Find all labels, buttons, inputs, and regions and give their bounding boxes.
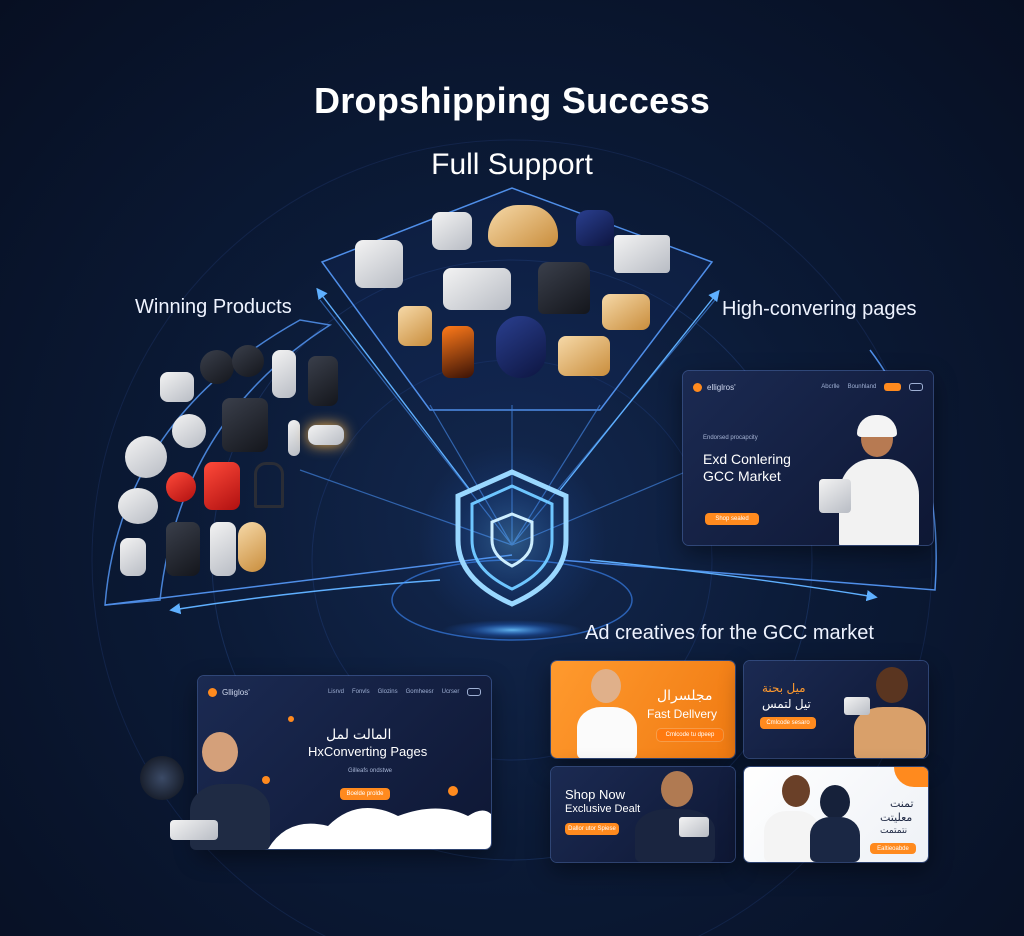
ad-arabic-text: مجلسرال — [657, 687, 713, 703]
product-hook — [254, 462, 284, 508]
label-high-converting-pages: High-convering pages — [722, 298, 917, 320]
device-in-hand — [170, 820, 218, 840]
nav-link[interactable]: Ucrser — [441, 689, 460, 695]
product-speaker-tall — [308, 356, 338, 406]
ad-arabic-text-2: معليتت — [880, 812, 913, 824]
person-image — [571, 667, 641, 758]
ad-arabic-text: ميل بحنة — [762, 681, 806, 695]
product-phone-case — [272, 350, 296, 398]
product-lamp — [398, 306, 432, 346]
product-headphones — [232, 345, 264, 377]
ad-creative-arabic[interactable]: ميل بحنة تيل لتمس Cmlcode sesaro — [744, 661, 928, 758]
person-image — [840, 665, 926, 758]
product-red-case — [204, 462, 240, 510]
nav-link[interactable]: Fonvls — [351, 689, 370, 695]
hero-headline: Exd Conlering — [703, 451, 791, 467]
logo-icon — [208, 687, 217, 697]
person-image — [631, 769, 731, 862]
product-box — [558, 336, 610, 376]
label-ad-creatives: Ad creatives for the GCC market — [585, 622, 874, 644]
ad-cta-button[interactable]: Dallor utor Spiese — [565, 823, 619, 835]
product-bag — [488, 205, 558, 247]
person-image — [140, 728, 270, 850]
product-camera-small — [160, 372, 194, 402]
card-logo: Glliglos' — [222, 687, 250, 697]
product-phone-gold — [238, 522, 266, 572]
product-phone — [442, 326, 474, 378]
hero-headline-arabic: المالت لمل — [326, 726, 392, 742]
ad-cta-button[interactable]: Ealtieoabde — [870, 843, 916, 854]
person-image — [819, 411, 923, 545]
hero-tag: Gilleafs ondstwe — [348, 768, 393, 774]
nav-cta[interactable] — [884, 383, 902, 391]
nav-menu[interactable] — [909, 383, 923, 391]
product-phone-silver — [210, 522, 236, 576]
product-monitor — [614, 235, 670, 273]
landing-card-right[interactable]: elliglros' Abcrlle Bounhland Endorsed pr… — [683, 371, 933, 545]
product-handbag — [576, 210, 614, 246]
product-light — [308, 425, 344, 445]
ad-creative-white[interactable]: تمنت معليتت نتمتمت Ealtieoabde — [744, 767, 928, 862]
nav-link[interactable]: Lisrvd — [327, 689, 344, 695]
product-gift-box — [602, 294, 650, 330]
confetti — [288, 716, 294, 722]
ad-arabic-text: تمنت — [890, 798, 914, 810]
product-tote — [538, 262, 590, 314]
nav-link[interactable]: Bounhland — [847, 384, 877, 390]
confetti — [262, 776, 270, 784]
person-image — [760, 771, 860, 862]
confetti — [448, 786, 458, 796]
logo-icon — [693, 382, 702, 392]
product-charger — [172, 414, 206, 448]
ad-creative-shop-now[interactable]: Shop Now Exclusive Dealt Dallor utor Spi… — [551, 767, 735, 862]
product-pillow — [496, 316, 546, 378]
hero-cta-button[interactable]: Boelde prolde — [340, 788, 390, 800]
ad-arabic-text-3: نتمتمت — [880, 825, 908, 835]
page-subtitle: Full Support — [431, 148, 593, 181]
hero-headline-2: GCC Market — [703, 468, 781, 484]
product-in-hand — [819, 479, 851, 513]
nav-link[interactable]: Gomheesr — [405, 689, 434, 695]
ad-line-2: Exclusive Dealt — [565, 803, 641, 815]
page-title: Dropshipping Success — [313, 80, 711, 121]
ad-cta-button[interactable]: Cmlcode tu dpeep — [657, 729, 723, 741]
nav-link[interactable]: Abcrlle — [821, 384, 840, 390]
cloud-shape — [268, 808, 491, 849]
product-tablet — [355, 240, 403, 288]
hero-headline: HxConverting Pages — [308, 744, 428, 759]
nav-link[interactable]: Glozins — [377, 689, 398, 695]
product-speaker — [443, 268, 511, 310]
hero-cta-button[interactable]: Shop sealed — [705, 513, 759, 525]
card-logo: elliglros' — [707, 382, 736, 392]
product-camera — [432, 212, 472, 250]
shield-icon — [455, 469, 569, 607]
ad-cta-button[interactable]: Cmlcode sesaro — [760, 717, 816, 729]
product-smoke-detector — [125, 436, 167, 478]
product-power-bank — [222, 398, 268, 452]
ad-creative-fast-delivery[interactable]: مجلسرال Fast Dellvery Cmlcode tu dpeep — [551, 661, 735, 758]
hero-tag: Endorsed procapcity — [703, 435, 758, 441]
product-red-dot — [166, 472, 196, 502]
label-winning-products: Winning Products — [135, 296, 292, 318]
ad-english-text: Fast Dellvery — [647, 707, 718, 721]
product-earbuds — [200, 350, 234, 384]
nav-menu[interactable] — [467, 688, 481, 696]
ad-line-1: Shop Now — [565, 787, 625, 802]
camera-robot — [140, 756, 184, 800]
device-in-hand — [844, 697, 870, 715]
product-phone-dark — [166, 522, 200, 576]
product-ornament — [118, 488, 158, 524]
ad-arabic-text-2: تيل لتمس — [762, 697, 811, 711]
product-usb — [288, 420, 300, 456]
product-phone-white — [120, 538, 146, 576]
device-in-hand — [679, 817, 709, 837]
